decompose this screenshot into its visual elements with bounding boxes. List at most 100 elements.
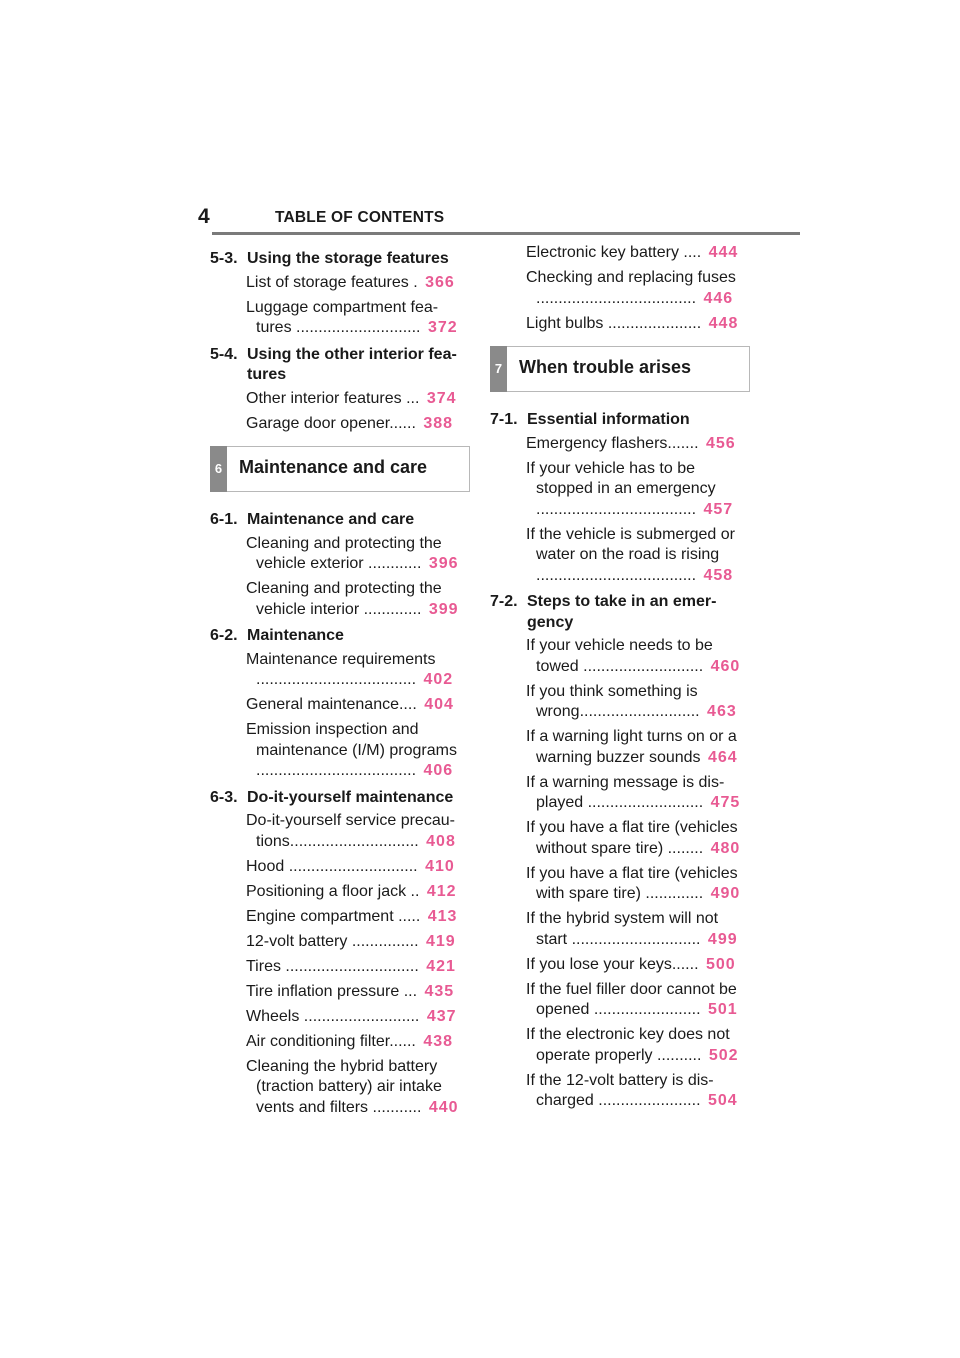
toc-entry-text: If the electronic key does not operate p…	[526, 1026, 730, 1064]
toc-entry[interactable]: If you lose your keys...... 500	[526, 955, 750, 976]
toc-page-link[interactable]: 440	[428, 1098, 459, 1116]
section-number: 7-1.	[490, 411, 518, 428]
toc-page-link[interactable]: 404	[424, 696, 454, 713]
toc-page-link[interactable]: 499	[707, 930, 738, 948]
toc-entry[interactable]: Emergency flashers....... 456	[526, 434, 750, 455]
toc-page-link[interactable]: 421	[426, 957, 456, 975]
toc-entry-text: If the 12-volt battery is dis-charged ..…	[526, 1071, 714, 1110]
toc-entry-text: General maintenance....	[246, 696, 422, 713]
toc-entry[interactable]: List of storage features . 366	[246, 273, 470, 294]
toc-page-link[interactable]: 504	[707, 1092, 738, 1109]
toc-entry[interactable]: If the 12-volt battery is dis-charged ..…	[526, 1071, 750, 1112]
toc-entry[interactable]: Luggage compartment fea-tures ..........…	[246, 298, 470, 339]
toc-page-link[interactable]: 388	[423, 414, 454, 432]
toc-page-link[interactable]: 446	[703, 289, 734, 307]
toc-entry[interactable]: Cleaning the hybrid battery (traction ba…	[246, 1057, 470, 1119]
toc-entry-text: If the vehicle is submerged or water on …	[526, 525, 735, 584]
toc-entry[interactable]: Light bulbs ..................... 448	[526, 314, 750, 335]
section-title: Do-it-yourself maintenance	[247, 788, 454, 806]
toc-entry-text: Luggage compartment fea-tures ..........…	[246, 298, 439, 337]
toc-entry[interactable]: If your vehicle needs to be towed ......…	[526, 636, 750, 677]
toc-page-link[interactable]: 464	[707, 748, 738, 766]
toc-entry-text: Maintenance requirements ...............…	[246, 650, 436, 689]
toc-page-link[interactable]: 374	[426, 389, 457, 407]
section-title: Using the storage features	[247, 250, 449, 267]
toc-entry[interactable]: Cleaning and protecting the vehicle inte…	[246, 579, 470, 620]
toc-page-link[interactable]: 480	[710, 839, 741, 857]
toc-page-link[interactable]: 372	[427, 319, 458, 336]
toc-page-link[interactable]: 412	[426, 882, 457, 900]
toc-page-link[interactable]: 408	[426, 832, 456, 850]
toc-page-link[interactable]: 406	[423, 762, 454, 779]
toc-entry-text: If your vehicle needs to be towed ......…	[526, 637, 713, 675]
toc-entry-text: Tires ..............................	[246, 957, 424, 975]
toc-page-link[interactable]: 402	[423, 671, 454, 688]
toc-entry[interactable]: Other interior features ... 374	[246, 389, 470, 410]
toc-entry[interactable]: Emission inspection and maintenance (I/M…	[246, 720, 470, 782]
toc-page-link[interactable]: 463	[707, 703, 737, 720]
toc-entry-text: Electronic key battery ....	[526, 244, 706, 261]
toc-page-link[interactable]: 448	[708, 314, 739, 332]
toc-entry[interactable]: If the hybrid system will not start ....…	[526, 909, 750, 950]
toc-entry-text: List of storage features .	[246, 273, 423, 291]
toc-entry[interactable]: Tires .............................. 421	[246, 957, 470, 978]
toc-section-heading: 5-3.Using the storage features	[210, 249, 470, 270]
toc-entry[interactable]: Hood ............................. 410	[246, 857, 470, 878]
page-header-title: TABLE OF CONTENTS	[275, 209, 445, 226]
toc-entry[interactable]: If a warning message is dis-played .....…	[526, 773, 750, 814]
toc-section-heading: 5-4.Using the other interior fea-tures	[210, 345, 470, 386]
toc-page-link[interactable]: 437	[426, 1007, 457, 1025]
toc-section-heading: 6-2.Maintenance	[210, 626, 470, 647]
toc-entry[interactable]: If the electronic key does not operate p…	[526, 1025, 750, 1066]
toc-page-link[interactable]: 413	[427, 907, 458, 925]
toc-page-link[interactable]: 490	[710, 885, 741, 902]
toc-entry[interactable]: If a warning light turns on or a warning…	[526, 727, 750, 768]
toc-entry-text: If you lose your keys......	[526, 955, 703, 973]
toc-entry[interactable]: 12-volt battery ............... 419	[246, 932, 470, 953]
toc-entry[interactable]: Do-it-yourself service precau-tions.....…	[246, 811, 470, 852]
toc-entry[interactable]: Engine compartment ..... 413	[246, 907, 470, 928]
toc-entry[interactable]: Electronic key battery .... 444	[526, 243, 750, 264]
toc-entry[interactable]: Air conditioning filter...... 438	[246, 1032, 470, 1053]
toc-entry[interactable]: If the fuel filler door cannot be opened…	[526, 980, 750, 1021]
toc-page-link[interactable]: 435	[424, 982, 455, 1000]
toc-entry[interactable]: Wheels .......................... 437	[246, 1007, 470, 1028]
toc-page-link[interactable]: 456	[705, 434, 736, 452]
toc-page-link[interactable]: 457	[703, 500, 734, 518]
toc-page-link[interactable]: 458	[703, 566, 734, 584]
toc-entry[interactable]: Maintenance requirements ...............…	[246, 650, 470, 691]
chapter-title: When trouble arises	[519, 357, 692, 377]
section-number: 6-1.	[210, 511, 238, 528]
toc-page-link[interactable]: 438	[423, 1032, 454, 1050]
toc-page-link[interactable]: 502	[708, 1046, 739, 1064]
toc-entry-text: If your vehicle has to be stopped in an …	[526, 459, 716, 518]
toc-entry[interactable]: Tire inflation pressure ... 435	[246, 982, 470, 1003]
toc-page-link[interactable]: 460	[710, 657, 741, 675]
toc-page-link[interactable]: 475	[710, 794, 741, 811]
toc-page-link[interactable]: 501	[707, 1001, 738, 1018]
toc-entry-text: Garage door opener......	[246, 414, 421, 432]
toc-entry-text: Do-it-yourself service precau-tions.....…	[246, 812, 455, 850]
toc-page-link[interactable]: 366	[425, 273, 455, 291]
toc-entry-text: Engine compartment .....	[246, 907, 425, 925]
toc-entry[interactable]: If you have a flat tire (vehicles withou…	[526, 818, 750, 859]
toc-page-link[interactable]: 396	[428, 555, 459, 572]
toc-entry-text: Tire inflation pressure ...	[246, 982, 422, 1000]
toc-entry[interactable]: If you think something is wrong.........…	[526, 682, 750, 723]
toc-entry[interactable]: If you have a flat tire (vehicles with s…	[526, 864, 750, 905]
toc-entry[interactable]: General maintenance.... 404	[246, 695, 470, 716]
toc-entry[interactable]: If the vehicle is submerged or water on …	[526, 525, 750, 587]
toc-entry[interactable]: Cleaning and protecting the vehicle exte…	[246, 534, 470, 575]
toc-entry[interactable]: Positioning a floor jack .. 412	[246, 882, 470, 903]
toc-page-link[interactable]: 444	[708, 244, 739, 261]
toc-entry[interactable]: Checking and replacing fuses ...........…	[526, 268, 750, 309]
toc-entry[interactable]: If your vehicle has to be stopped in an …	[526, 459, 750, 521]
toc-entry-text: Emergency flashers.......	[526, 434, 703, 452]
toc-page-link[interactable]: 410	[425, 857, 455, 875]
toc-page-link[interactable]: 399	[428, 600, 459, 618]
toc-page-link[interactable]: 419	[425, 932, 456, 950]
toc-page-link[interactable]: 500	[705, 955, 736, 973]
toc-entry[interactable]: Garage door opener...... 388	[246, 414, 470, 435]
